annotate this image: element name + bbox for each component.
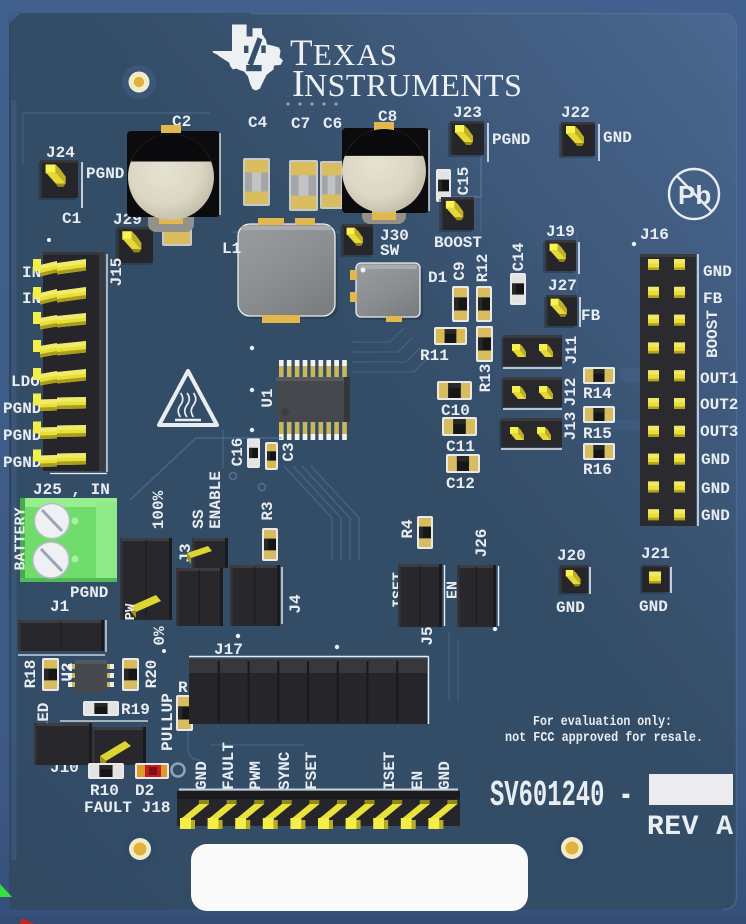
svg-text:FB: FB <box>703 290 723 308</box>
svg-text:J11: J11 <box>563 336 581 365</box>
svg-text:PGND: PGND <box>3 427 41 445</box>
svg-text:C8: C8 <box>378 108 397 126</box>
svg-text:J22: J22 <box>561 104 590 122</box>
svg-text:EN: EN <box>409 771 427 790</box>
svg-text:C7: C7 <box>291 115 310 133</box>
svg-text:BOOST: BOOST <box>434 234 482 252</box>
svg-text:R14: R14 <box>583 385 612 403</box>
svg-text:PGND: PGND <box>3 400 41 418</box>
svg-text:ENABLE: ENABLE <box>207 471 225 529</box>
svg-text:J26: J26 <box>473 529 491 558</box>
svg-text:T: T <box>290 33 313 74</box>
svg-text:GND: GND <box>436 761 454 790</box>
svg-text:GND: GND <box>701 507 730 525</box>
svg-text:C10: C10 <box>441 402 470 420</box>
svg-text:C16: C16 <box>229 438 247 467</box>
svg-text:FAULT J18: FAULT J18 <box>84 799 170 817</box>
svg-text:J20: J20 <box>557 547 586 565</box>
svg-text:NSTRUMENTS: NSTRUMENTS <box>304 67 522 103</box>
svg-text:PGND: PGND <box>70 584 108 602</box>
svg-text:J23: J23 <box>453 104 482 122</box>
svg-text:I: I <box>292 63 305 105</box>
svg-text:U1: U1 <box>259 388 277 407</box>
svg-text:BOOST: BOOST <box>704 310 722 358</box>
svg-text:BATTERY: BATTERY <box>13 507 30 570</box>
svg-text:L1: L1 <box>222 240 241 258</box>
svg-text:R18: R18 <box>22 660 40 689</box>
svg-text:FSET: FSET <box>303 751 321 790</box>
svg-text:C4: C4 <box>248 114 268 132</box>
svg-text:FB: FB <box>581 307 601 325</box>
svg-text:R4: R4 <box>399 519 417 539</box>
svg-text:SW: SW <box>380 242 400 260</box>
svg-text:PULLUP: PULLUP <box>159 693 177 751</box>
svg-text:not FCC approved for resale.: not FCC approved for resale. <box>505 730 703 746</box>
svg-text:GND: GND <box>556 599 585 617</box>
svg-text:R10: R10 <box>90 782 119 800</box>
svg-text:R16: R16 <box>583 461 612 479</box>
svg-text:R13: R13 <box>477 364 495 393</box>
svg-text:PGND: PGND <box>492 131 530 149</box>
svg-text:R11: R11 <box>420 347 449 365</box>
svg-text:J17: J17 <box>214 641 243 659</box>
svg-text:J12: J12 <box>562 378 580 407</box>
svg-text:SS: SS <box>190 509 208 529</box>
svg-text:J13: J13 <box>562 412 580 441</box>
svg-text:PW: PW <box>123 603 139 620</box>
svg-text:J4: J4 <box>287 594 305 614</box>
svg-text:C15: C15 <box>455 167 473 196</box>
svg-text:J19: J19 <box>546 223 575 241</box>
svg-text:R12: R12 <box>474 254 492 283</box>
svg-text:FAULT: FAULT <box>220 742 238 790</box>
svg-text:GND: GND <box>639 598 668 616</box>
svg-text:J24: J24 <box>46 144 75 162</box>
svg-text:GND: GND <box>603 129 632 147</box>
svg-text:R: R <box>178 679 188 697</box>
svg-text:GND: GND <box>701 480 730 498</box>
svg-text:C14: C14 <box>510 242 528 271</box>
svg-text:J5: J5 <box>419 626 437 645</box>
svg-text:LDO: LDO <box>11 373 40 391</box>
svg-text:EXAS: EXAS <box>313 37 398 72</box>
svg-text:C12: C12 <box>446 475 475 493</box>
svg-text:J21: J21 <box>641 545 670 563</box>
svg-text:100%: 100% <box>150 490 168 529</box>
svg-text:SV601240 -: SV601240 - <box>490 775 633 816</box>
svg-text:PGND: PGND <box>86 165 124 183</box>
svg-text:For evaluation only:: For evaluation only: <box>533 714 672 730</box>
svg-text:D2: D2 <box>135 782 154 800</box>
svg-text:GND: GND <box>193 761 211 790</box>
svg-text:PGND: PGND <box>3 454 41 472</box>
svg-text:J15: J15 <box>108 258 126 287</box>
svg-text:C11: C11 <box>446 438 475 456</box>
svg-text:OUT1: OUT1 <box>700 370 738 388</box>
svg-text:R20: R20 <box>143 660 161 689</box>
svg-text:J30: J30 <box>380 227 409 245</box>
svg-text:0%: 0% <box>151 626 169 646</box>
svg-text:ISET: ISET <box>381 751 399 790</box>
svg-text:C9: C9 <box>451 261 469 280</box>
svg-text:C6: C6 <box>323 115 342 133</box>
svg-text:J16: J16 <box>640 226 669 244</box>
svg-text:C1: C1 <box>62 210 81 228</box>
svg-text:R15: R15 <box>583 425 612 443</box>
svg-text:PWM: PWM <box>247 761 265 790</box>
svg-text:OUT3: OUT3 <box>700 423 738 441</box>
svg-text:GND: GND <box>703 263 732 281</box>
svg-text:J27: J27 <box>548 277 577 295</box>
svg-text:R19: R19 <box>121 701 150 719</box>
svg-text:OUT2: OUT2 <box>700 396 738 414</box>
svg-text:J1: J1 <box>50 598 69 616</box>
svg-text:GND: GND <box>701 451 730 469</box>
svg-text:D1: D1 <box>428 269 447 287</box>
svg-text:J25 , IN: J25 , IN <box>33 481 110 499</box>
svg-text:REV A: REV A <box>647 812 734 843</box>
svg-text:R3: R3 <box>259 501 277 520</box>
svg-text:SYNC: SYNC <box>276 751 294 790</box>
svg-text:C3: C3 <box>280 442 298 461</box>
